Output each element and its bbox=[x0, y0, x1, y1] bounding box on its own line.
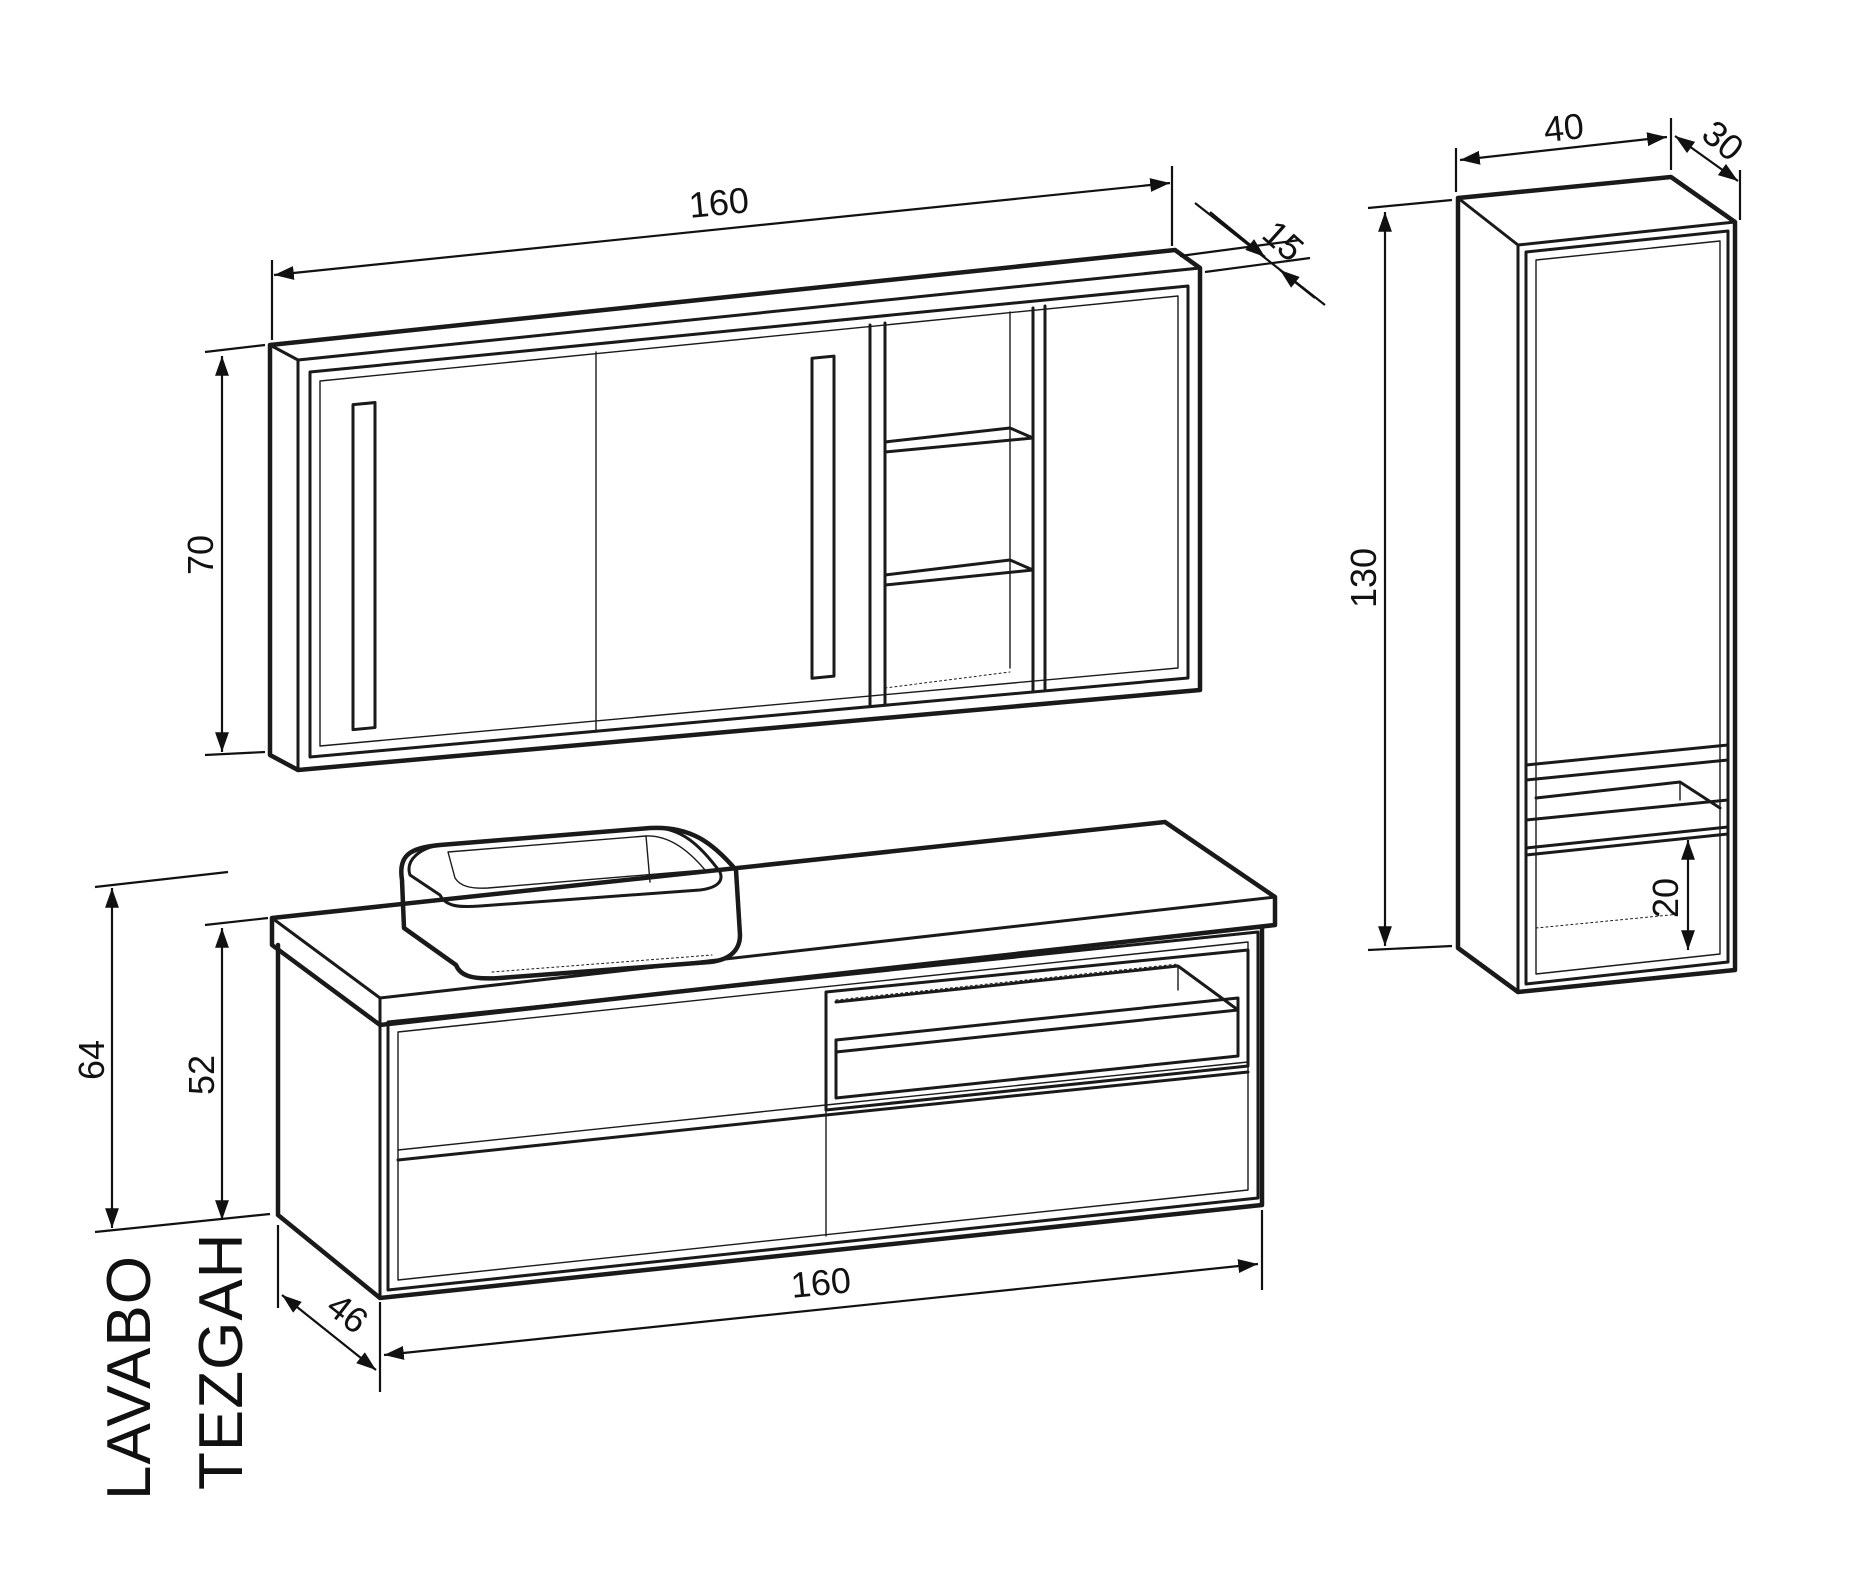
vanity-body-height-label: 52 bbox=[181, 1055, 222, 1095]
mirror-height-label: 70 bbox=[180, 535, 221, 575]
vanity-unit bbox=[269, 819, 1278, 1301]
mirror-width-label: 160 bbox=[687, 179, 751, 226]
vanity-width-label: 160 bbox=[789, 1259, 853, 1306]
label-tezgah: TEZGAH bbox=[187, 1233, 256, 1490]
tall-depth-label: 30 bbox=[1695, 112, 1752, 169]
label-lavabo: LAVABO bbox=[95, 1255, 164, 1500]
vanity-dimensions: 64 52 160 46 bbox=[71, 870, 1264, 1392]
vanity-depth-label: 46 bbox=[319, 1285, 376, 1342]
tall-cabinet bbox=[1455, 174, 1738, 995]
tall-niche-height-label: 20 bbox=[1645, 878, 1686, 918]
mirror-cabinet bbox=[267, 247, 1203, 773]
tall-height-label: 130 bbox=[1343, 548, 1384, 608]
mirror-depth-label: 15 bbox=[1255, 212, 1312, 269]
tall-width-label: 40 bbox=[1542, 105, 1586, 150]
mirror-dimensions: 160 15 70 bbox=[180, 166, 1326, 757]
tall-cabinet-dimensions: 40 30 130 20 bbox=[1343, 105, 1752, 952]
vanity-total-height-label: 64 bbox=[71, 1040, 112, 1080]
